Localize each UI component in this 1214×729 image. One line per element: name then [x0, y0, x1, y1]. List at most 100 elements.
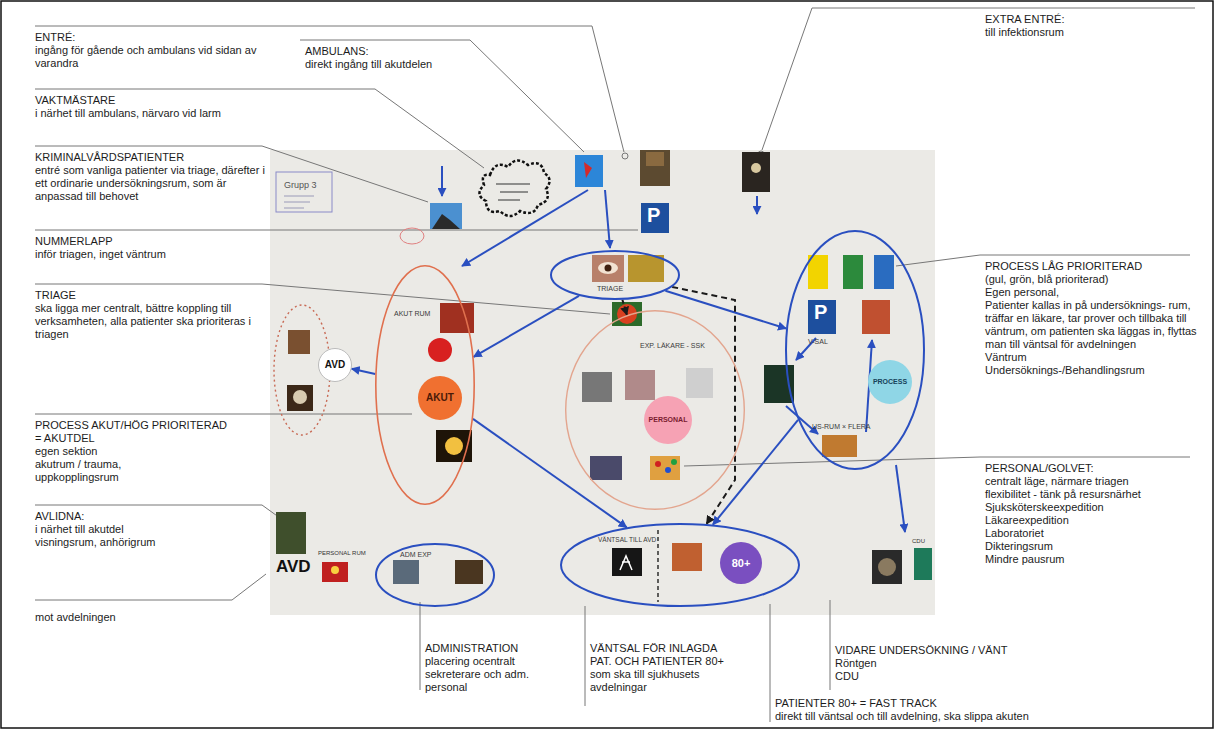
photo — [625, 370, 655, 400]
callout-text: Mindre pausrum — [985, 553, 1200, 566]
callout-heading: PROCESS AKUT/HÖG PRIORITERAD = AKUTDEL — [35, 419, 235, 445]
photo — [686, 368, 713, 398]
priority-card — [874, 255, 894, 289]
callout-heading: VIDARE UNDERSÖKNING / VÄNT — [835, 644, 1055, 657]
callout-text: direkt till väntsal och till avdelning, … — [775, 710, 1095, 723]
node-label: V-SAL — [808, 338, 828, 346]
callout-heading: ADMINISTRATION — [425, 642, 555, 655]
photo — [640, 150, 670, 186]
photo — [276, 512, 306, 554]
photo-detail — [584, 162, 592, 178]
callout-text: mot avdelningen — [35, 611, 235, 624]
handwritten-note: PERSONAL RUM — [318, 550, 366, 557]
photo-detail — [432, 214, 460, 229]
zone-ellipse: EXP. LÄKARE - SSKPERSONAL — [565, 310, 745, 510]
divider — [657, 530, 658, 602]
sketch-arrows — [442, 166, 905, 532]
callout-heading: EXTRA ENTRÉ: — [985, 13, 1185, 26]
photo — [455, 560, 483, 584]
scribble — [284, 196, 314, 208]
photo — [862, 300, 890, 334]
photo — [672, 543, 702, 571]
zone-ellipse-shape — [376, 266, 474, 504]
circle-node: PROCESS — [868, 360, 912, 404]
circle-node-shape — [644, 396, 692, 444]
flow-arrow — [665, 291, 786, 329]
node-outline — [550, 250, 680, 300]
callout-text: placering ocentralt sekreterare och adm.… — [425, 655, 537, 694]
photo — [590, 456, 622, 480]
photo-detail — [293, 390, 307, 404]
callout-text: Röntgen — [835, 657, 1035, 670]
callout-text: centralt läge, närmare triagen — [985, 475, 1200, 488]
sketch-arrow — [756, 196, 758, 214]
callout-text: CDU — [835, 670, 1035, 683]
cloud-sketch — [479, 160, 549, 216]
leader-line — [35, 89, 484, 168]
callout-heading: AVLIDNA: — [35, 510, 235, 523]
callout-text: i närhet till akutdel visningsrum, anhör… — [35, 523, 170, 549]
callout-text: inför triagen, inget väntrum — [35, 248, 270, 261]
leader-dot — [622, 153, 628, 159]
photo — [592, 255, 624, 282]
photo — [430, 203, 462, 229]
node-label: US-RUM × FLERA — [812, 423, 871, 431]
photo — [612, 548, 642, 576]
callout-text: entré som vanliga patienter via triage, … — [35, 164, 267, 203]
callout-text: direkt ingång till akutdelen — [305, 58, 505, 71]
photo-detail — [605, 265, 612, 272]
sketch-arrow — [462, 190, 588, 266]
callout-text: Dikteringsrum — [985, 540, 1200, 553]
zone-ellipse: VÄNTSAL TILL AVD 80+ — [560, 523, 800, 607]
node-outline — [375, 543, 495, 607]
photo — [628, 255, 664, 282]
node-label: AKUT RUM — [394, 310, 430, 318]
callout-text: ingång för gående och ambulans vid sidan… — [35, 44, 265, 70]
photo-detail — [655, 461, 661, 467]
red-dot — [428, 338, 452, 362]
photo-detail — [751, 163, 761, 173]
circle-node: AVD — [318, 348, 352, 382]
photo — [575, 155, 603, 187]
photo-detail — [598, 262, 618, 274]
photo — [322, 562, 348, 582]
callout-text: till infektionsrum — [985, 26, 1185, 39]
flow-arrow — [473, 419, 627, 528]
handwritten-note: Grupp 3 — [284, 180, 317, 190]
photo-detail — [620, 556, 632, 570]
photo — [872, 550, 902, 584]
zone-ellipse: AKUT RUMAKUT — [375, 265, 475, 505]
callout-heading: PERSONAL/GOLVET: — [985, 462, 1200, 475]
zone-ellipse: V-SAL US-RUM × FLERA PROCESS — [785, 230, 925, 470]
photo — [393, 560, 419, 584]
zone-ellipse-shape — [566, 311, 745, 510]
photo-detail — [665, 467, 671, 473]
photo — [742, 152, 770, 192]
flow-arrow — [474, 296, 579, 357]
leader-line — [35, 414, 412, 415]
node-label: VÄNTSAL TILL AVD — [598, 536, 656, 543]
scribble — [496, 184, 530, 200]
photo — [582, 372, 612, 402]
zone-ellipse-shape — [376, 544, 494, 606]
callout-text: Sjuksköterskeexpedition — [985, 501, 1200, 514]
board — [270, 150, 935, 615]
node-label: 80+ — [732, 557, 751, 570]
leader-line — [684, 457, 1190, 466]
node-outline — [560, 523, 800, 607]
node-label: PERSONAL — [649, 416, 688, 424]
leader-line — [762, 8, 1195, 150]
photo — [822, 435, 857, 457]
photo — [287, 385, 313, 411]
zone-ellipse-shape — [561, 524, 799, 606]
priority-card — [843, 255, 863, 289]
photo — [650, 456, 680, 480]
circle-node: 80+ — [720, 542, 762, 584]
callout-heading: VÄNTSAL FÖR INLAGDA PAT. OCH PATIENTER 8… — [590, 642, 728, 668]
flow-arrow — [713, 420, 798, 525]
leader-line — [830, 600, 831, 690]
photo-detail — [646, 152, 664, 166]
photo-detail — [671, 459, 677, 465]
